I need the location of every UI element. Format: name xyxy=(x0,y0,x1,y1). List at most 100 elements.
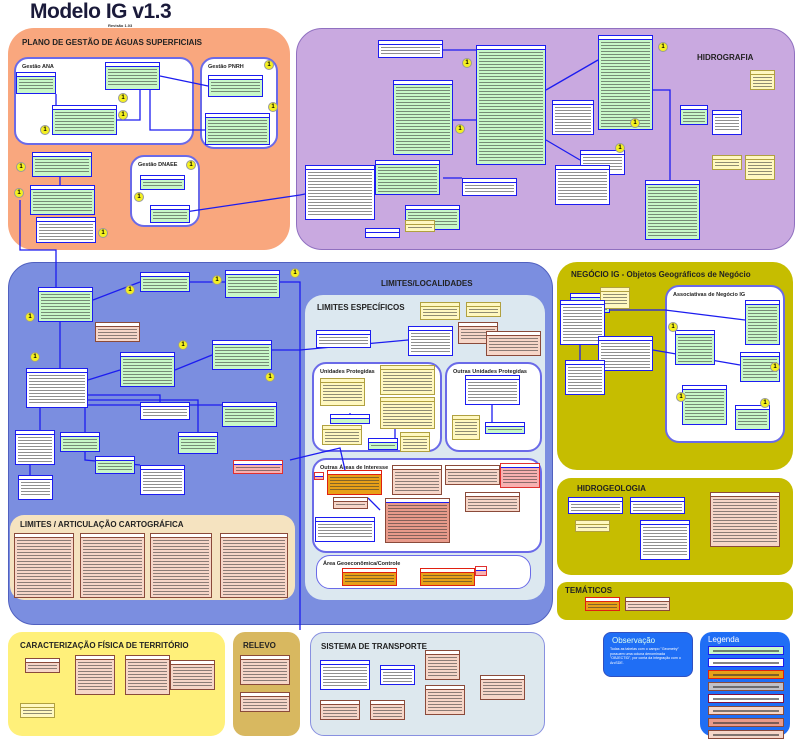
table-box xyxy=(630,497,685,514)
panel-title: Gestão ANA xyxy=(22,64,54,70)
table-box xyxy=(316,330,371,348)
legend-item xyxy=(708,718,784,727)
cardinality-marker: 1 xyxy=(98,228,108,238)
table-box xyxy=(462,178,517,196)
panel-title: Outras Unidades Protegidas xyxy=(453,369,527,375)
table-box xyxy=(745,155,775,180)
table-box xyxy=(368,438,398,450)
region-title: RELEVO xyxy=(243,641,276,650)
table-box xyxy=(208,75,263,97)
table-box xyxy=(375,160,440,195)
table-box xyxy=(32,152,92,177)
region-title: LIMITES ESPECÍFICOS xyxy=(317,303,405,312)
table-box xyxy=(220,533,288,598)
table-box xyxy=(320,660,370,690)
region-title: CARACTERIZAÇÃO FÍSICA DE TERRITÓRIO xyxy=(20,641,189,650)
table-box xyxy=(20,703,55,718)
table-box xyxy=(645,180,700,240)
connector xyxy=(19,200,57,287)
cardinality-marker: 1 xyxy=(118,110,128,120)
table-box xyxy=(315,517,375,542)
table-box xyxy=(125,655,170,695)
table-box xyxy=(680,105,708,125)
connector xyxy=(653,89,671,180)
connector xyxy=(367,497,381,511)
legend-item xyxy=(708,670,784,679)
table-box xyxy=(14,533,74,598)
table-box xyxy=(475,566,487,576)
cardinality-marker: 1 xyxy=(264,60,274,70)
table-box xyxy=(240,655,290,685)
table-box xyxy=(385,498,450,543)
table-box xyxy=(140,272,190,292)
table-box xyxy=(452,415,480,440)
diagram-title: Modelo IG v1.3 xyxy=(30,0,172,23)
panel-title: Área Geoeconômica/Controle xyxy=(323,561,401,567)
table-box xyxy=(36,217,96,243)
table-box xyxy=(380,397,435,429)
panel-title: Outras Áreas de Interesse xyxy=(320,465,389,471)
connector xyxy=(159,75,209,87)
table-box xyxy=(370,700,405,720)
cardinality-marker: 1 xyxy=(30,352,40,362)
table-box xyxy=(305,165,375,220)
table-box xyxy=(60,432,100,452)
cardinality-marker: 1 xyxy=(290,268,300,278)
observation-box: Observação Todas as tabelas com o campo … xyxy=(603,632,693,677)
cardinality-marker: 1 xyxy=(134,192,144,202)
table-box xyxy=(80,533,145,598)
table-box xyxy=(408,326,453,356)
cardinality-marker: 1 xyxy=(14,188,24,198)
table-box xyxy=(568,497,623,514)
cardinality-marker: 1 xyxy=(25,312,35,322)
connector xyxy=(605,309,746,321)
table-box xyxy=(476,45,546,165)
table-box xyxy=(712,110,742,135)
table-box xyxy=(140,465,185,495)
table-box xyxy=(320,700,360,720)
panel-title: Gestão DNAEE xyxy=(138,162,178,168)
table-box xyxy=(16,72,56,94)
table-box xyxy=(500,463,540,488)
table-box xyxy=(640,520,690,560)
connector xyxy=(174,354,213,371)
table-box xyxy=(625,597,670,611)
region-title: HIDROGEOLOGIA xyxy=(577,484,646,493)
observation-text: Todas as tabelas com o campo "Geometry" … xyxy=(610,647,681,665)
cardinality-marker: 1 xyxy=(186,160,196,170)
diagram-subtitle: Revisão 1.03 xyxy=(108,23,133,28)
table-box xyxy=(52,105,117,135)
table-box xyxy=(600,287,630,309)
table-box xyxy=(314,472,324,480)
legend-item xyxy=(708,706,784,715)
table-box xyxy=(225,270,280,298)
table-box xyxy=(380,665,415,685)
cardinality-marker: 1 xyxy=(265,372,275,382)
table-box xyxy=(466,302,501,317)
connector xyxy=(272,339,409,351)
legend-box: Legenda xyxy=(700,632,790,739)
table-box xyxy=(38,287,93,322)
connector xyxy=(280,281,301,630)
table-box xyxy=(150,533,212,598)
table-box xyxy=(400,432,430,452)
table-box xyxy=(140,402,190,420)
cardinality-marker: 1 xyxy=(676,392,686,402)
table-box xyxy=(18,475,53,500)
table-box xyxy=(425,650,460,680)
connector xyxy=(289,447,346,471)
table-box xyxy=(212,340,272,370)
panel-title: Associativas de Negócio IG xyxy=(673,292,746,298)
panel-title: Gestão PNRH xyxy=(208,64,244,70)
cardinality-marker: 1 xyxy=(615,143,625,153)
table-box xyxy=(740,352,780,382)
legend-item xyxy=(708,730,784,739)
cardinality-marker: 1 xyxy=(668,322,678,332)
table-box xyxy=(380,365,435,395)
table-box xyxy=(322,425,362,445)
connector xyxy=(88,394,161,402)
table-box xyxy=(560,300,605,345)
table-box xyxy=(178,432,218,454)
table-box xyxy=(105,62,160,90)
connector xyxy=(88,399,199,432)
